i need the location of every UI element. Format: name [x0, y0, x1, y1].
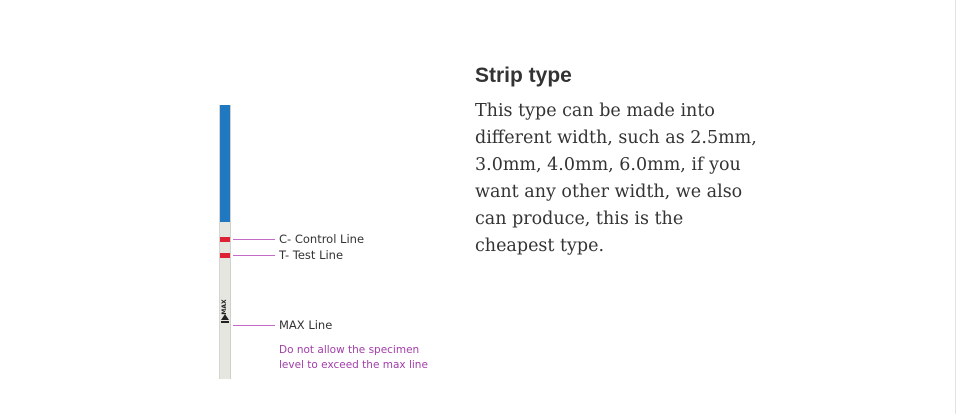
warning-line: level to exceed the max line — [279, 359, 428, 371]
description-line: cheapest type. — [475, 236, 605, 256]
test-line-mark — [220, 253, 230, 258]
control-line-leader — [233, 239, 275, 240]
description-line: want any other width, we also — [475, 182, 743, 202]
test-line-label: T- Test Line — [279, 248, 344, 262]
product-title: Strip type — [475, 64, 572, 87]
description-line: 3.0mm, 4.0mm, 6.0mm, if you — [475, 155, 741, 175]
max-line-leader — [233, 325, 275, 326]
description-line: different width, such as 2.5mm, — [475, 128, 757, 148]
description-line: can produce, this is the — [475, 209, 684, 229]
max-line-label: MAX Line — [279, 318, 333, 332]
strip-handle — [220, 105, 230, 222]
product-info: Strip type This type can be made into di… — [475, 62, 765, 260]
test-strip: MAX — [219, 105, 231, 379]
warning-line: Do not allow the specimen — [279, 344, 420, 356]
max-line-warning: Do not allow the specimen level to excee… — [279, 343, 449, 373]
test-strip-diagram: MAX C- Control Line T- Test Line MAX Lin… — [200, 100, 460, 390]
max-bar — [221, 321, 229, 323]
description-line: This type can be made into — [475, 101, 715, 121]
control-line-label: C- Control Line — [279, 232, 365, 246]
max-arrow-icon — [221, 314, 229, 320]
product-description: This type can be made into different wid… — [475, 98, 765, 260]
control-line-mark — [220, 237, 230, 242]
test-line-leader — [233, 255, 275, 256]
max-line-marker: MAX — [221, 295, 229, 329]
